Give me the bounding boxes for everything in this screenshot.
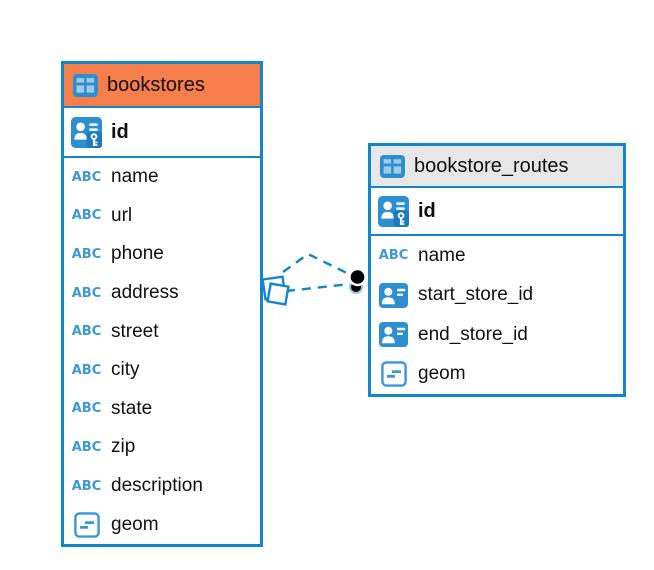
column-list: ABC name start_store_id [371, 236, 623, 394]
relationship-source-handle[interactable] [261, 275, 290, 306]
column-row[interactable]: ABC url [64, 197, 260, 236]
text-type-icon: ABC [71, 208, 102, 224]
text-type-icon: ABC [71, 324, 102, 340]
column-name: id [418, 199, 436, 222]
table-bookstores-header[interactable]: bookstores [64, 64, 260, 108]
column-row[interactable]: ABC zip [64, 428, 260, 467]
table-icon [380, 154, 405, 178]
column-name: phone [111, 243, 164, 265]
text-type-icon: ABC [378, 248, 409, 264]
text-type-icon: ABC [71, 285, 102, 301]
column-row[interactable]: ABC address [64, 274, 260, 313]
geometry-type-icon [380, 361, 407, 388]
primary-key-icon [378, 195, 409, 227]
column-row[interactable]: ABC description [64, 467, 260, 506]
relationship-line-lower[interactable] [285, 282, 351, 293]
text-type-icon: ABC [71, 439, 102, 455]
column-row[interactable]: ABC state [64, 390, 260, 429]
text-type-icon: ABC [71, 362, 102, 378]
column-name: description [111, 475, 203, 497]
column-row[interactable]: geom [64, 505, 260, 544]
foreign-key-icon [379, 322, 408, 348]
column-name: url [111, 204, 133, 226]
column-row[interactable]: start_store_id [371, 276, 623, 316]
column-row-pk[interactable]: id [371, 188, 623, 236]
column-name: city [111, 359, 140, 381]
primary-key-icon [71, 116, 102, 148]
column-name: id [111, 120, 129, 143]
column-list: ABC name ABC url ABC phone ABC address A… [64, 158, 260, 544]
geometry-type-icon [73, 511, 100, 538]
column-name: name [111, 166, 159, 188]
column-name: address [111, 282, 179, 304]
table-bookstores[interactable]: bookstores id [61, 61, 263, 547]
column-name: state [111, 397, 153, 419]
column-row-pk[interactable]: id [64, 108, 260, 158]
column-row[interactable]: ABC name [371, 236, 623, 276]
text-type-icon: ABC [71, 401, 102, 417]
column-row[interactable]: geom [371, 355, 623, 395]
foreign-key-icon [379, 282, 408, 308]
relationship-endpoint-dot[interactable] [348, 267, 367, 294]
column-name: end_store_id [418, 323, 528, 345]
column-row[interactable]: ABC city [64, 351, 260, 390]
relationship-line-upper[interactable] [282, 252, 352, 277]
text-type-icon: ABC [71, 478, 102, 494]
column-name: geom [418, 363, 466, 385]
column-row[interactable]: end_store_id [371, 315, 623, 355]
table-title: bookstores [107, 73, 205, 96]
column-name: street [111, 320, 159, 342]
column-row[interactable]: ABC street [64, 312, 260, 351]
column-row[interactable]: ABC name [64, 158, 260, 197]
column-name: start_store_id [418, 284, 534, 306]
table-title: bookstore_routes [414, 154, 569, 177]
text-type-icon: ABC [71, 246, 102, 262]
column-name: name [418, 244, 466, 266]
table-bookstore-routes-header[interactable]: bookstore_routes [371, 146, 623, 188]
table-bookstore-routes[interactable]: bookstore_routes id [368, 143, 626, 397]
table-icon [73, 73, 98, 97]
column-name: zip [111, 436, 136, 458]
column-name: geom [111, 513, 159, 535]
text-type-icon: ABC [71, 169, 102, 185]
column-row[interactable]: ABC phone [64, 235, 260, 274]
